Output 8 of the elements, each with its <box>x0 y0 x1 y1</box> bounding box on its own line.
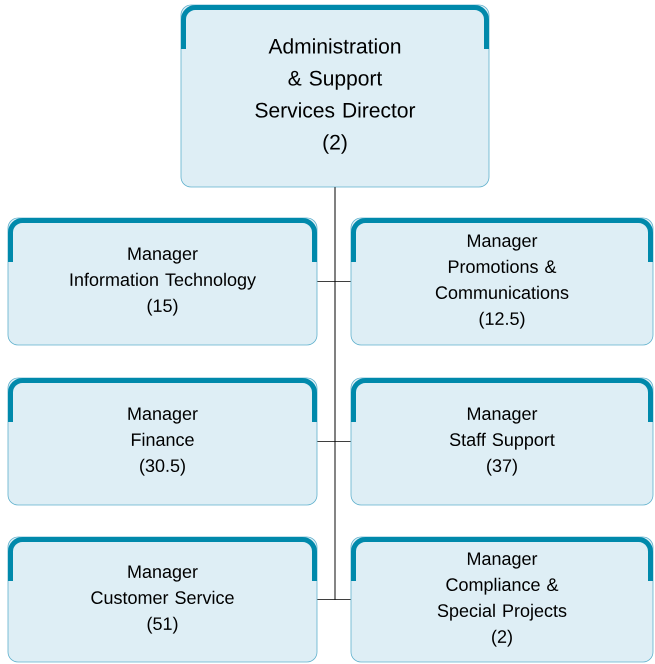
director-box: Administration & Support Services Director (2) <box>180 4 490 188</box>
manager-box: Manager Staff Support (37) <box>350 378 654 506</box>
connector-line <box>334 187 351 600</box>
manager-box: Manager Finance (30.5) <box>8 378 318 506</box>
manager-box: Manager Information Technology (15) <box>8 218 318 346</box>
manager-box: Manager Compliance & Special Projects (2) <box>350 536 654 662</box>
manager-box: Manager Promotions & Communications (12.5) <box>350 218 654 346</box>
manager-box: Manager Customer Service (51) <box>8 536 318 662</box>
